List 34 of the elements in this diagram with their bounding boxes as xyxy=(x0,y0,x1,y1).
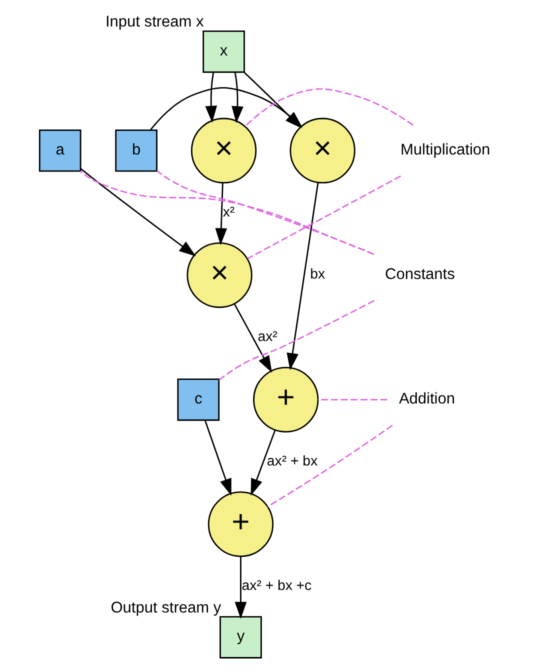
connector xyxy=(80,170,374,255)
edge-label: ax² xyxy=(258,328,278,344)
node-circle: × xyxy=(190,118,257,184)
edge-label: ax² + bx xyxy=(266,452,318,468)
node-label: Output stream y xyxy=(110,599,222,616)
edge-label: ax² + bx +c xyxy=(242,577,312,594)
connector xyxy=(247,175,402,260)
connector xyxy=(244,88,414,127)
arrow xyxy=(205,72,218,123)
arrow xyxy=(232,72,244,124)
node-circle: × xyxy=(290,118,356,184)
node-label: Input stream x xyxy=(105,14,204,31)
node-circle: + xyxy=(208,491,274,558)
arrow xyxy=(286,182,319,370)
node-box: x xyxy=(202,30,245,73)
node-text: Constants xyxy=(384,266,455,284)
node-text: Addition xyxy=(398,390,456,408)
node-circle: + xyxy=(253,366,319,432)
arrow xyxy=(80,168,196,256)
edge-label: bx xyxy=(310,266,326,282)
edge-label: x² xyxy=(222,203,235,220)
node-circle: × xyxy=(186,242,252,308)
node-box: b xyxy=(115,129,158,172)
node-box: a xyxy=(38,129,82,172)
connector xyxy=(267,424,393,508)
arrow xyxy=(204,420,232,496)
arrow xyxy=(234,556,247,619)
node-box: y xyxy=(220,616,262,658)
connector xyxy=(218,300,375,381)
arrow xyxy=(250,430,276,496)
arrow xyxy=(215,182,228,246)
arrow xyxy=(234,303,272,373)
node-box: c xyxy=(177,378,220,421)
node-text: Multiplication xyxy=(400,142,490,159)
